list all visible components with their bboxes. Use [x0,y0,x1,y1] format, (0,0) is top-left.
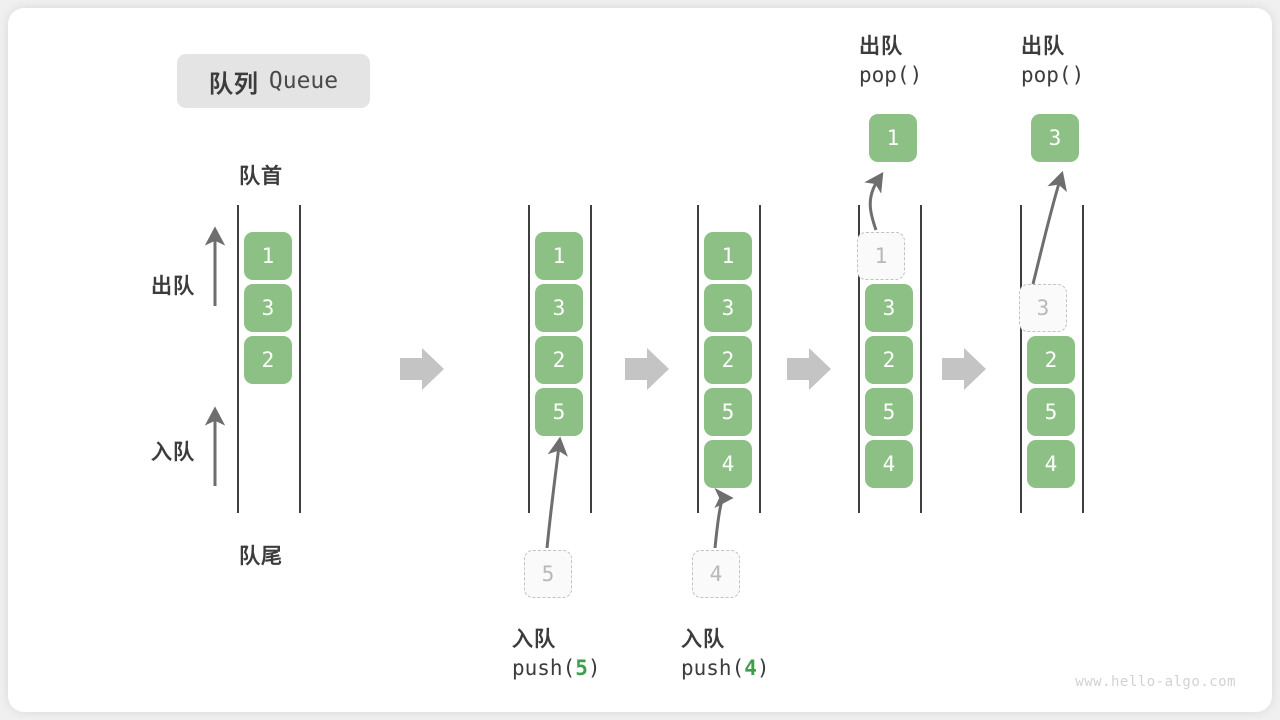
code-suffix: ) [1071,63,1085,88]
caption-code: pop() [859,61,922,89]
code-prefix: pop( [1021,63,1072,88]
queue-cell: 4 [704,440,752,488]
queue-cell: 3 [704,284,752,332]
queue-cell: 2 [1027,336,1075,384]
queue-cell: 4 [1027,440,1075,488]
queue-cell: 3 [865,284,913,332]
pop-1-arrow [864,172,884,231]
queue-cell: 2 [704,336,752,384]
queue-cell: 5 [865,388,913,436]
caption-code: push(5) [512,654,601,682]
rail-right [590,205,592,513]
step-arrow [400,348,444,390]
rail-right [1082,205,1084,513]
queue-cell: 3 [244,284,292,332]
rail-right [299,205,301,513]
rail-left [528,205,530,513]
queue-cell: 5 [535,388,583,436]
code-prefix: push( [512,656,576,681]
rail-left [237,205,239,513]
caption-cn: 入队 [681,628,725,651]
caption-cn: 入队 [512,628,556,651]
rail-right [920,205,922,513]
queue-cell: 2 [865,336,913,384]
pop-3-arrow [1031,170,1067,285]
title-en: Queue [268,68,339,94]
rail-left [858,205,860,513]
title-badge: 队列 Queue [177,54,370,108]
code-suffix: ) [909,63,923,88]
queue-cell: 2 [244,336,292,384]
queue-cell: 3 [535,284,583,332]
step-arrow [625,348,669,390]
popped-cell: 3 [1031,114,1079,162]
queue-cell: 1 [704,232,752,280]
popped-cell: 1 [869,114,917,162]
popped-ghost-cell: 3 [1019,284,1067,332]
label-enqueue: 入队 [151,441,195,464]
code-arg: 5 [575,656,588,681]
code-suffix: ) [587,656,601,681]
queue-cell: 2 [535,336,583,384]
caption-code: pop() [1021,61,1084,89]
label-rear: 队尾 [239,545,283,568]
queue-cell: 4 [865,440,913,488]
rail-left [697,205,699,513]
caption-code: push(4) [681,654,770,682]
diagram-card: 队列 Queue 队首 队尾 出队 入队 1 3 2 1 3 2 5 5 入队 [8,8,1272,712]
code-prefix: pop( [859,63,910,88]
queue-cell: 1 [244,232,292,280]
watermark: www.hello-algo.com [1075,674,1236,690]
queue-cell: 5 [704,388,752,436]
queue-cell: 5 [1027,388,1075,436]
queue-cell: 1 [535,232,583,280]
code-prefix: push( [681,656,745,681]
incoming-ghost-cell: 5 [524,550,572,598]
rail-right [759,205,761,513]
caption-cn: 出队 [859,35,903,58]
code-suffix: ) [756,656,770,681]
label-front: 队首 [239,165,283,188]
label-dequeue: 出队 [151,275,195,298]
caption-pop-1: 出队 pop() [859,33,922,90]
caption-push-4: 入队 push(4) [681,626,770,683]
caption-cn: 出队 [1021,35,1065,58]
rail-left [1020,205,1022,513]
step-arrow [942,348,986,390]
step-arrow [787,348,831,390]
caption-push-5: 入队 push(5) [512,626,601,683]
popped-ghost-cell: 1 [857,232,905,280]
incoming-ghost-cell: 4 [692,550,740,598]
title-cn: 队列 [208,70,259,98]
push-5-arrow [545,436,568,549]
push-4-arrow [713,487,734,549]
caption-pop-3: 出队 pop() [1021,33,1084,90]
code-arg: 4 [744,656,757,681]
